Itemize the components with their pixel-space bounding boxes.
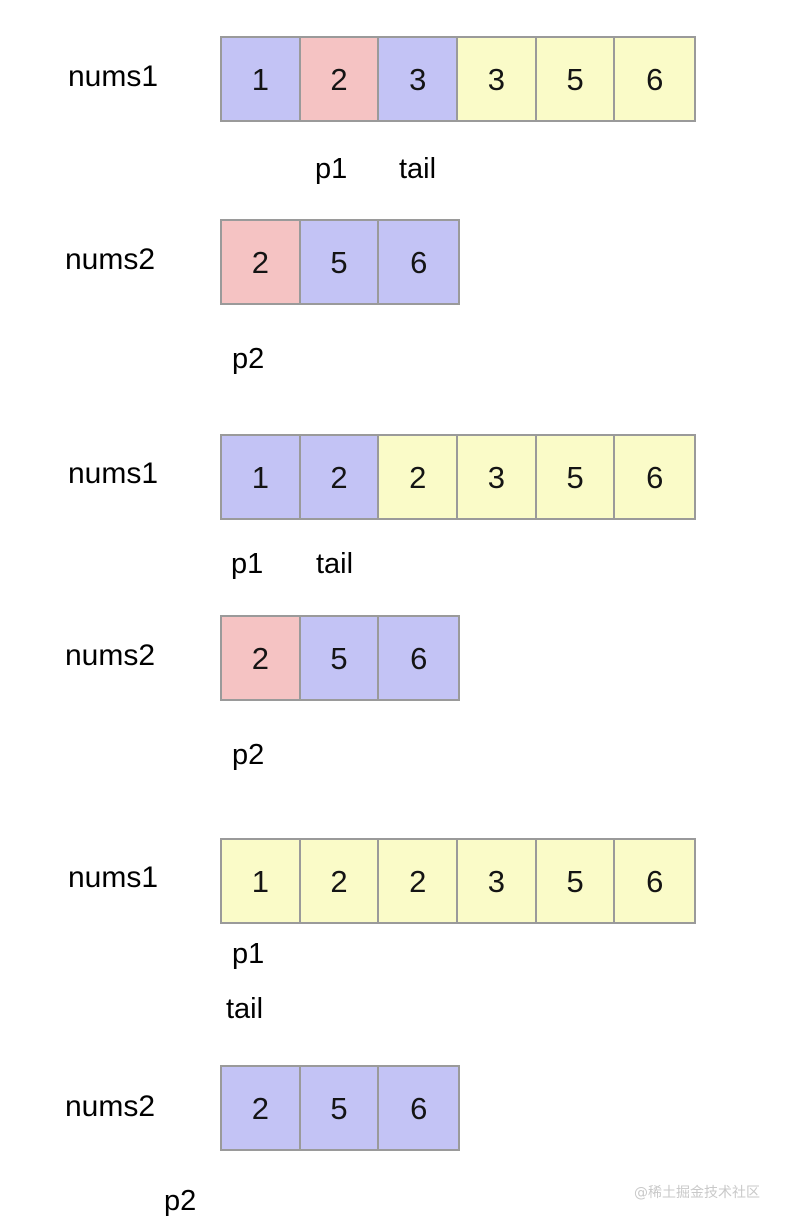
- pointer-p1: p1: [232, 938, 265, 970]
- array-cell: 3: [458, 840, 537, 922]
- array-cell: 5: [536, 840, 616, 922]
- array-cell: 1: [222, 840, 301, 922]
- array-cell: 6: [615, 38, 695, 120]
- array-cell: 2: [300, 840, 380, 922]
- nums2-array: 2 5 6: [220, 615, 461, 701]
- watermark-text: @稀土掘金技术社区: [634, 1185, 760, 1201]
- pointer-tail: tail: [399, 153, 437, 185]
- array-cell: 5: [536, 436, 616, 518]
- nums1-array: 1 2 3 3 5 6: [220, 36, 697, 122]
- array-cell: 6: [615, 436, 695, 518]
- array-cell: 2: [300, 436, 380, 518]
- array-cell: 1: [222, 436, 301, 518]
- array-cell: 5: [536, 38, 616, 120]
- nums2-array: 2 5 6: [220, 1065, 461, 1151]
- nums2-row-label: nums2: [65, 1090, 156, 1123]
- pointer-p1: p1: [231, 548, 264, 580]
- nums2-row-label: nums2: [65, 243, 156, 276]
- pointer-p2: p2: [164, 1185, 197, 1217]
- array-cell: 2: [300, 38, 380, 120]
- pointer-p1: p1: [315, 153, 348, 185]
- array-cell: 3: [458, 38, 537, 120]
- array-cell: 2: [222, 617, 301, 699]
- array-cell: 6: [379, 1067, 459, 1149]
- array-cell: 2: [379, 436, 459, 518]
- array-cell: 1: [222, 38, 301, 120]
- nums1-array: 1 2 2 3 5 6: [220, 434, 697, 520]
- array-cell: 6: [615, 840, 695, 922]
- array-cell: 6: [379, 617, 459, 699]
- pointer-tail: tail: [316, 548, 354, 580]
- nums1-row-label: nums1: [68, 457, 159, 490]
- array-cell: 3: [458, 436, 537, 518]
- array-cell: 5: [300, 1067, 380, 1149]
- pointer-p2: p2: [232, 343, 265, 375]
- nums1-array: 1 2 2 3 5 6: [220, 838, 697, 924]
- nums1-row-label: nums1: [68, 861, 159, 894]
- array-cell: 5: [300, 617, 380, 699]
- array-cell: 2: [222, 221, 301, 303]
- pointer-p2: p2: [232, 739, 265, 771]
- nums1-row-label: nums1: [68, 60, 159, 93]
- pointer-tail: tail: [226, 993, 264, 1025]
- nums2-array: 2 5 6: [220, 219, 461, 305]
- array-cell: 3: [379, 38, 459, 120]
- array-cell: 6: [379, 221, 459, 303]
- array-cell: 5: [300, 221, 380, 303]
- array-cell: 2: [222, 1067, 301, 1149]
- array-cell: 2: [379, 840, 459, 922]
- nums2-row-label: nums2: [65, 639, 156, 672]
